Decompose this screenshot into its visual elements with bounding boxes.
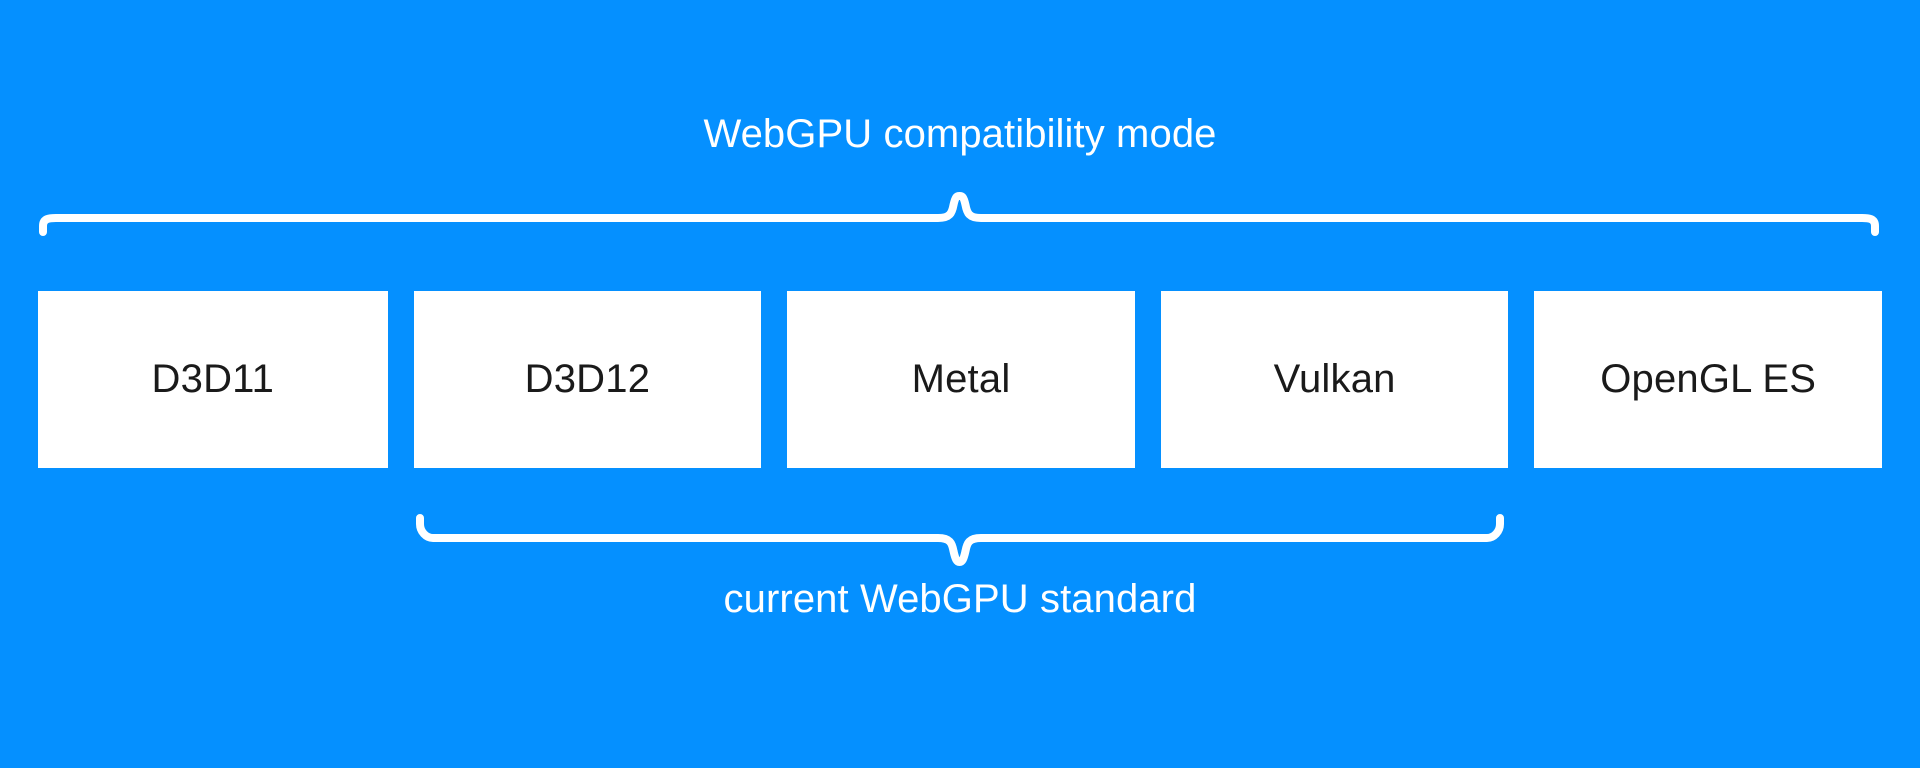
bottom-group-label: current WebGPU standard bbox=[723, 577, 1197, 621]
api-box-label: OpenGL ES bbox=[1600, 357, 1817, 401]
api-box-label: D3D12 bbox=[524, 357, 651, 401]
top-brace-icon bbox=[39, 192, 1879, 236]
api-box-d3d12[interactable]: D3D12 bbox=[413, 291, 762, 468]
api-box-vulkan[interactable]: Vulkan bbox=[1160, 291, 1509, 468]
api-box-opengl-es[interactable]: OpenGL ES bbox=[1534, 291, 1882, 468]
api-box-metal[interactable]: Metal bbox=[787, 291, 1135, 468]
api-boxes-row: D3D11 D3D12 Metal Vulkan OpenGL ES bbox=[38, 291, 1882, 468]
bottom-brace-icon bbox=[416, 514, 1504, 566]
api-box-label: D3D11 bbox=[151, 357, 275, 401]
api-box-label: Metal bbox=[911, 357, 1011, 401]
api-box-label: Vulkan bbox=[1273, 357, 1396, 401]
api-box-d3d11[interactable]: D3D11 bbox=[38, 291, 388, 468]
top-group-label: WebGPU compatibility mode bbox=[703, 112, 1217, 156]
